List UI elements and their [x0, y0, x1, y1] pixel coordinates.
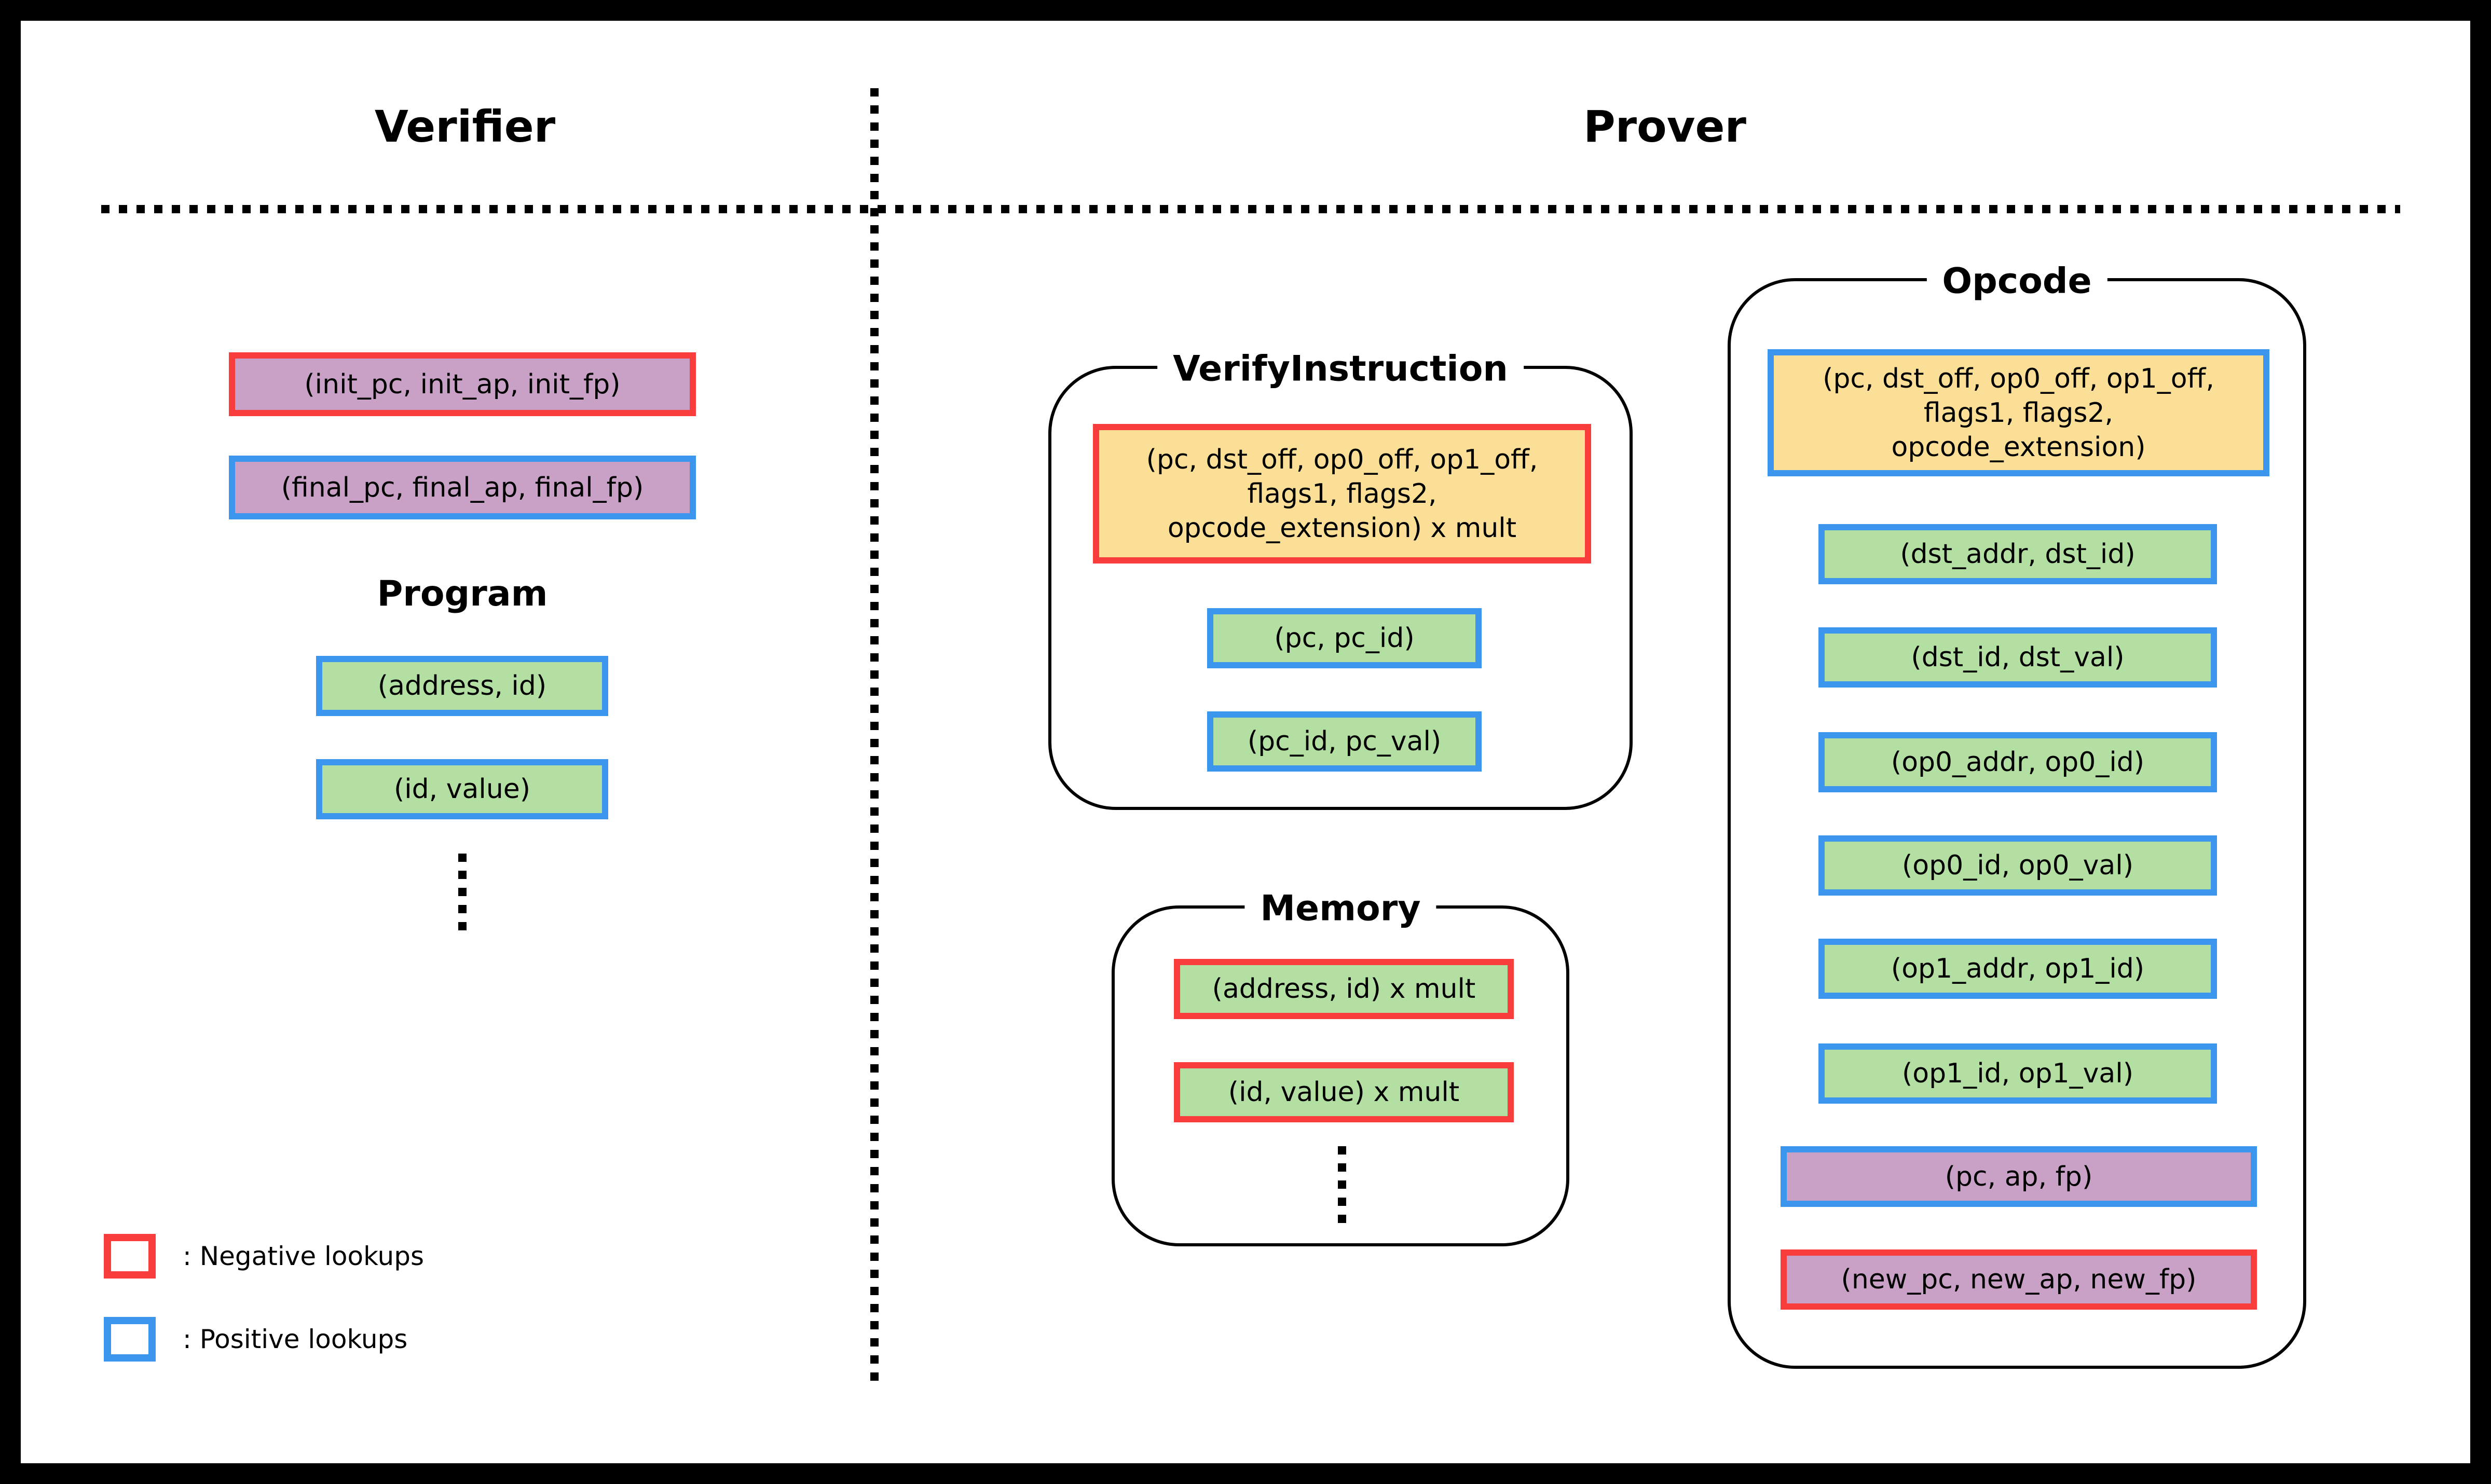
opcode-title: Opcode — [1926, 260, 2107, 302]
dst-addr-dst-id-box: (dst_addr, dst_id) — [1818, 524, 2217, 584]
new-pc-ap-fp-box: (new_pc, new_ap, new_fp) — [1781, 1249, 2257, 1310]
verify-instruction-tuple-box: (pc, dst_off, op0_off, op1_off, flags1, … — [1093, 424, 1591, 564]
negative-lookup-label: : Negative lookups — [183, 1241, 424, 1271]
dst-id-dst-val-box: (dst_id, dst_val) — [1818, 627, 2217, 688]
horizontal-dotted-divider — [101, 205, 2400, 213]
opcode-group: Opcode (pc, dst_off, op0_off, op1_off, f… — [1728, 260, 2306, 1369]
memory-address-id-box: (address, id) x mult — [1174, 959, 1514, 1019]
opcode-tuple-box: (pc, dst_off, op0_off, op1_off, flags1, … — [1768, 349, 2269, 476]
init-state-box: (init_pc, init_ap, init_fp) — [229, 352, 696, 416]
memory-ellipsis-dots — [1338, 1146, 1346, 1224]
pc-ap-fp-box: (pc, ap, fp) — [1781, 1146, 2257, 1207]
memory-id-value-box: (id, value) x mult — [1174, 1062, 1514, 1122]
negative-lookup-swatch — [104, 1234, 156, 1279]
op1-id-op1-val-box: (op1_id, op1_val) — [1818, 1043, 2217, 1104]
verify-instruction-group: VerifyInstruction (pc, dst_off, op0_off,… — [1048, 348, 1633, 810]
op1-addr-op1-id-box: (op1_addr, op1_id) — [1818, 939, 2217, 999]
vertical-dotted-divider — [870, 88, 879, 1385]
pc-pcid-box: (pc, pc_id) — [1207, 608, 1482, 668]
program-ellipsis-dots — [458, 854, 467, 931]
program-address-id-box: (address, id) — [316, 656, 608, 716]
positive-lookup-label: : Positive lookups — [183, 1324, 408, 1354]
program-title: Program — [377, 573, 548, 614]
final-state-box: (final_pc, final_ap, final_fp) — [229, 456, 696, 519]
program-id-value-box: (id, value) — [316, 759, 608, 819]
memory-title: Memory — [1244, 888, 1436, 929]
verifier-section-title: Verifier — [374, 101, 556, 152]
op0-addr-op0-id-box: (op0_addr, op0_id) — [1818, 732, 2217, 792]
prover-section-title: Prover — [1583, 101, 1746, 152]
op0-id-op0-val-box: (op0_id, op0_val) — [1818, 835, 2217, 896]
verify-instruction-title: VerifyInstruction — [1157, 348, 1524, 390]
positive-lookup-swatch — [104, 1317, 156, 1362]
pcid-pcval-box: (pc_id, pc_val) — [1207, 711, 1482, 772]
memory-group: Memory (address, id) x mult (id, value) … — [1112, 888, 1569, 1246]
